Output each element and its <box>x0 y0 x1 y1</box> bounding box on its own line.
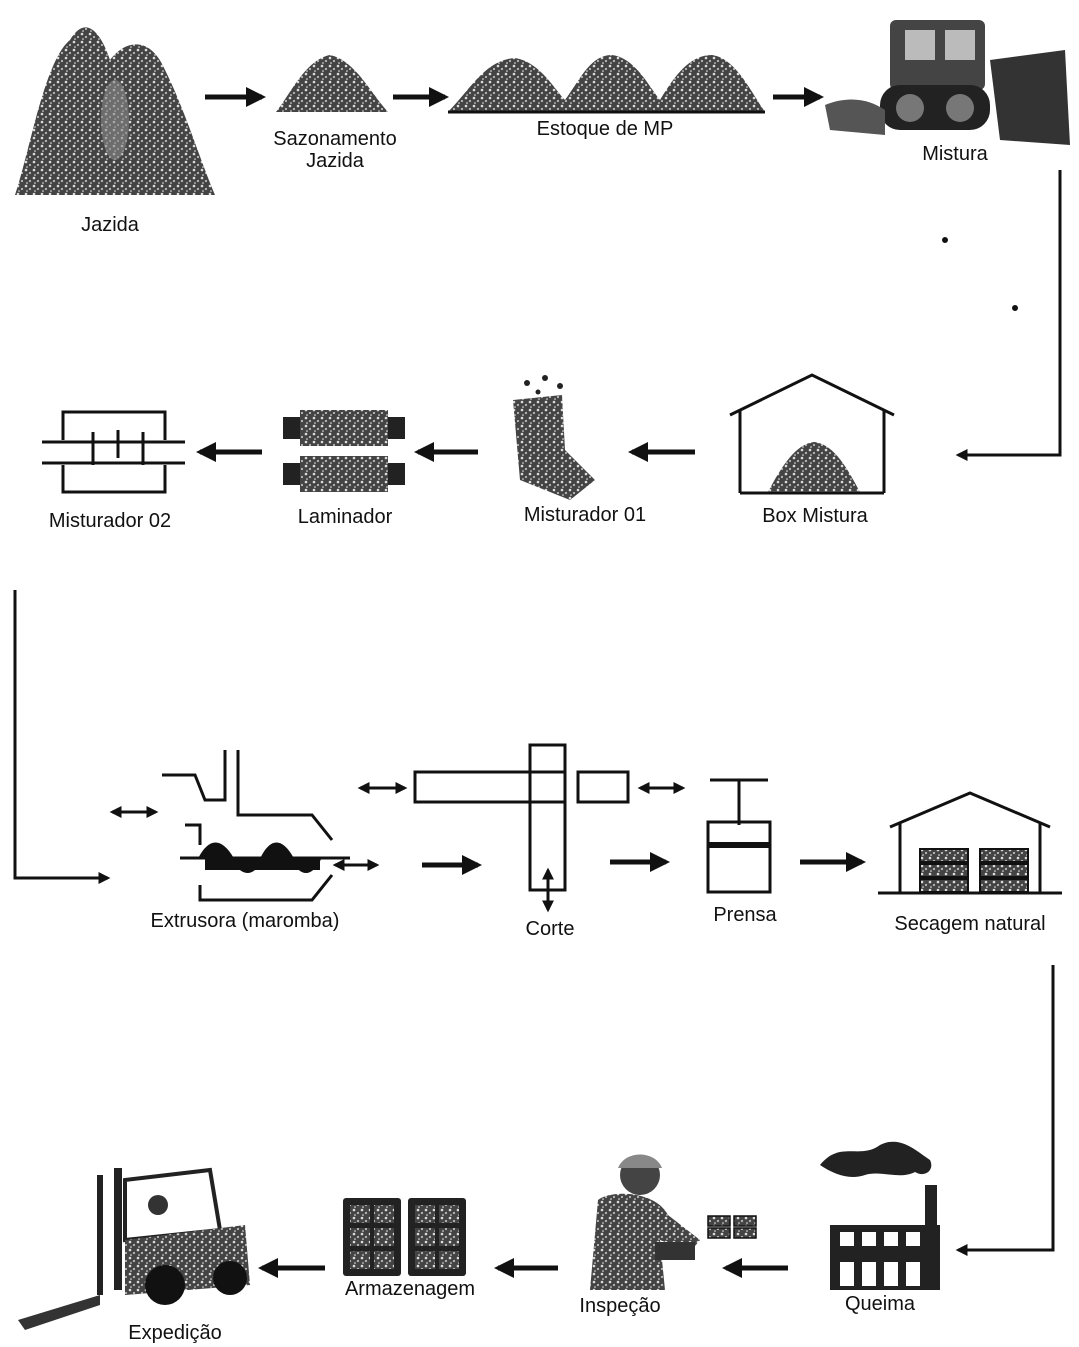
label-laminador: Laminador <box>270 506 420 529</box>
label-expedicao: Expedição <box>105 1322 245 1345</box>
roller-icon <box>283 410 405 492</box>
pallet-icon <box>343 1198 466 1276</box>
forklift-icon <box>18 1168 250 1330</box>
label-estoque: Estoque de MP <box>510 118 700 141</box>
label-misturador01: Misturador 01 <box>495 504 675 527</box>
kiln-icon <box>820 1142 940 1290</box>
connector-misturador02-extrusora <box>15 590 108 878</box>
connector-mistura-box <box>958 170 1060 455</box>
mixer-two-icon <box>42 412 185 492</box>
label-misturador02: Misturador 02 <box>20 510 200 533</box>
label-sazonamento: Sazonamento Jazida <box>250 128 420 172</box>
label-sazonamento-line2: Jazida <box>250 150 420 172</box>
extruder-icon <box>162 750 350 900</box>
label-extrusora: Extrusora (maromba) <box>115 910 375 933</box>
drying-shed-icon <box>878 793 1062 893</box>
bricks-small-icon <box>708 1216 756 1238</box>
label-jazida: Jazida <box>60 214 160 237</box>
stock-piles-icon <box>448 55 765 112</box>
label-corte: Corte <box>505 918 595 941</box>
label-prensa: Prensa <box>690 904 800 927</box>
cutter-icon <box>415 745 628 910</box>
shed-icon <box>730 375 894 493</box>
mountain-icon <box>15 27 215 195</box>
label-sazonamento-line1: Sazonamento <box>250 128 420 150</box>
press-icon <box>708 780 770 892</box>
bulldozer-icon <box>825 20 1070 145</box>
label-box-mistura: Box Mistura <box>735 505 895 528</box>
label-queima: Queima <box>820 1293 940 1316</box>
pile-icon <box>276 55 388 112</box>
connector-secagem-queima <box>958 965 1053 1250</box>
label-secagem: Secagem natural <box>870 913 1070 936</box>
worker-icon <box>590 1155 700 1291</box>
label-armazenagem: Armazenagem <box>320 1278 500 1301</box>
label-mistura: Mistura <box>895 143 1015 166</box>
mixer-icon <box>513 375 595 500</box>
label-inspecao: Inspeção <box>560 1295 680 1318</box>
